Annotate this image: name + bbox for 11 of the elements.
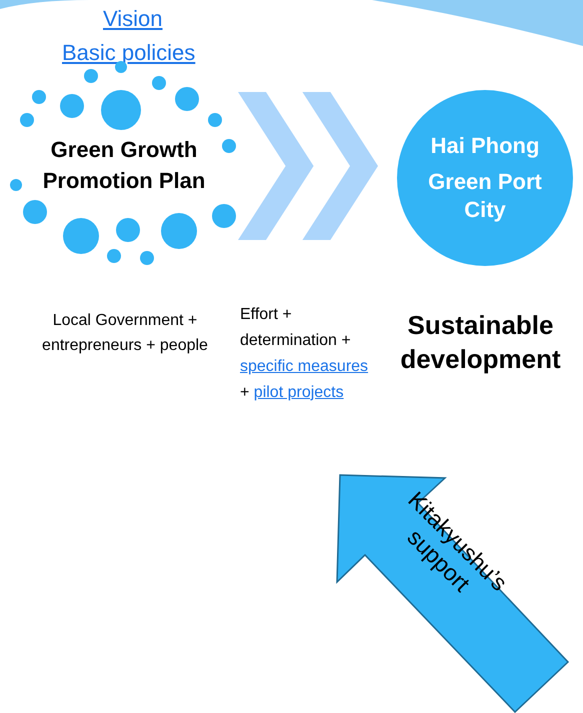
link: pilot projects bbox=[254, 384, 344, 401]
effort-text: Effort + determination + specific measures + pilot projects bbox=[240, 305, 370, 403]
chevron-arrow bbox=[238, 92, 378, 240]
link: specific measures bbox=[240, 358, 368, 375]
city-goal: Green Port City bbox=[427, 168, 543, 224]
city-name: Hai Phong bbox=[430, 132, 540, 160]
actors-text: Local Government + entrepreneurs + people bbox=[41, 311, 209, 356]
link: Basic policies bbox=[62, 39, 196, 67]
plan-title: Green Growth Promotion Plan bbox=[42, 136, 206, 195]
link: Vision bbox=[103, 5, 163, 33]
goal-text: Sustainable development bbox=[399, 309, 562, 376]
